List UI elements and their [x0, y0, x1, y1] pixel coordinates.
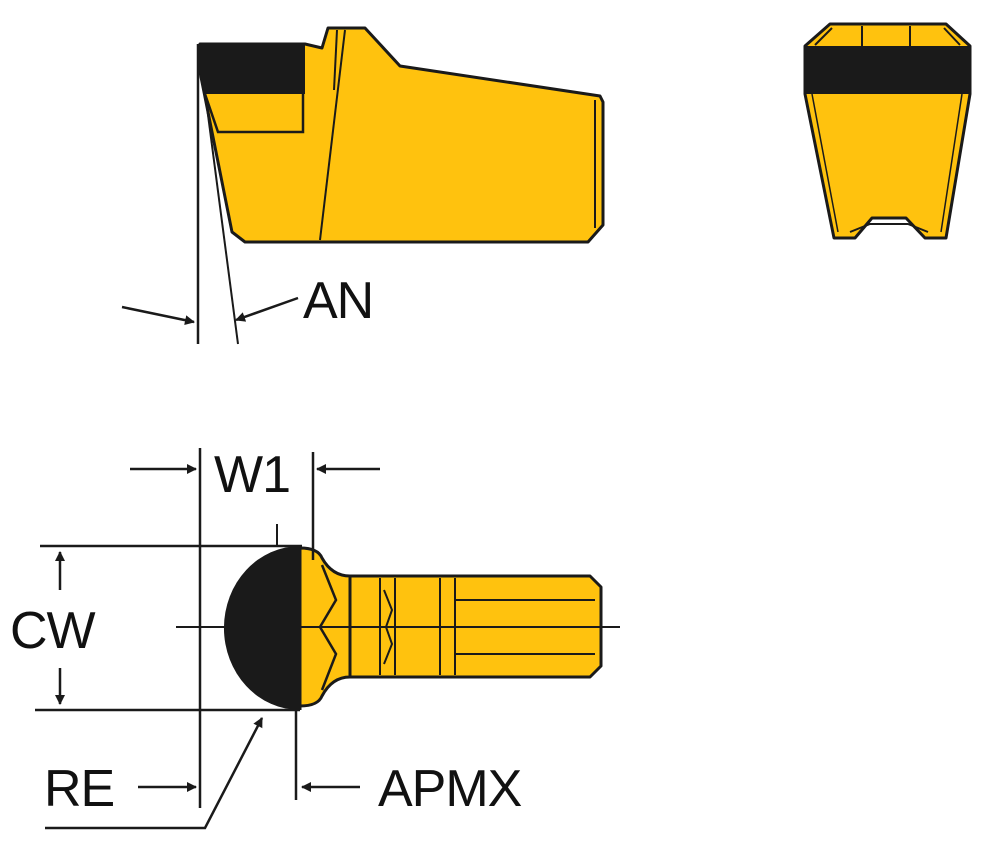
front-view-side-line — [811, 93, 839, 233]
re-label: RE — [44, 760, 114, 818]
top-view: W1 CW RE APMX — [10, 446, 620, 830]
re-leader-line — [45, 717, 264, 830]
an-arrow-right — [235, 296, 299, 322]
side-view-relief-line — [319, 29, 346, 241]
cw-label: CW — [10, 602, 96, 660]
side-view-relief-line — [333, 29, 338, 91]
front-view-facet-line — [814, 27, 833, 46]
w1-label: W1 — [214, 446, 290, 504]
an-arrow-left — [121, 305, 195, 326]
side-view-chip-groove — [203, 93, 305, 134]
top-view-chevron-inner — [383, 589, 394, 665]
front-view-cutting-edge-band — [805, 46, 970, 94]
top-view-chevron — [318, 564, 338, 691]
apmx-label: APMX — [378, 760, 522, 818]
front-view — [803, 22, 972, 240]
side-view-cutting-edge-dark — [200, 44, 305, 94]
an-label: AN — [303, 272, 373, 330]
front-view-side-line — [940, 93, 963, 233]
front-view-facet-line — [943, 27, 961, 46]
top-view-round-head — [223, 545, 300, 710]
an-reference-line-angled — [204, 91, 239, 345]
front-view-bottom-notch — [849, 223, 929, 233]
side-view: AN — [121, 26, 605, 345]
